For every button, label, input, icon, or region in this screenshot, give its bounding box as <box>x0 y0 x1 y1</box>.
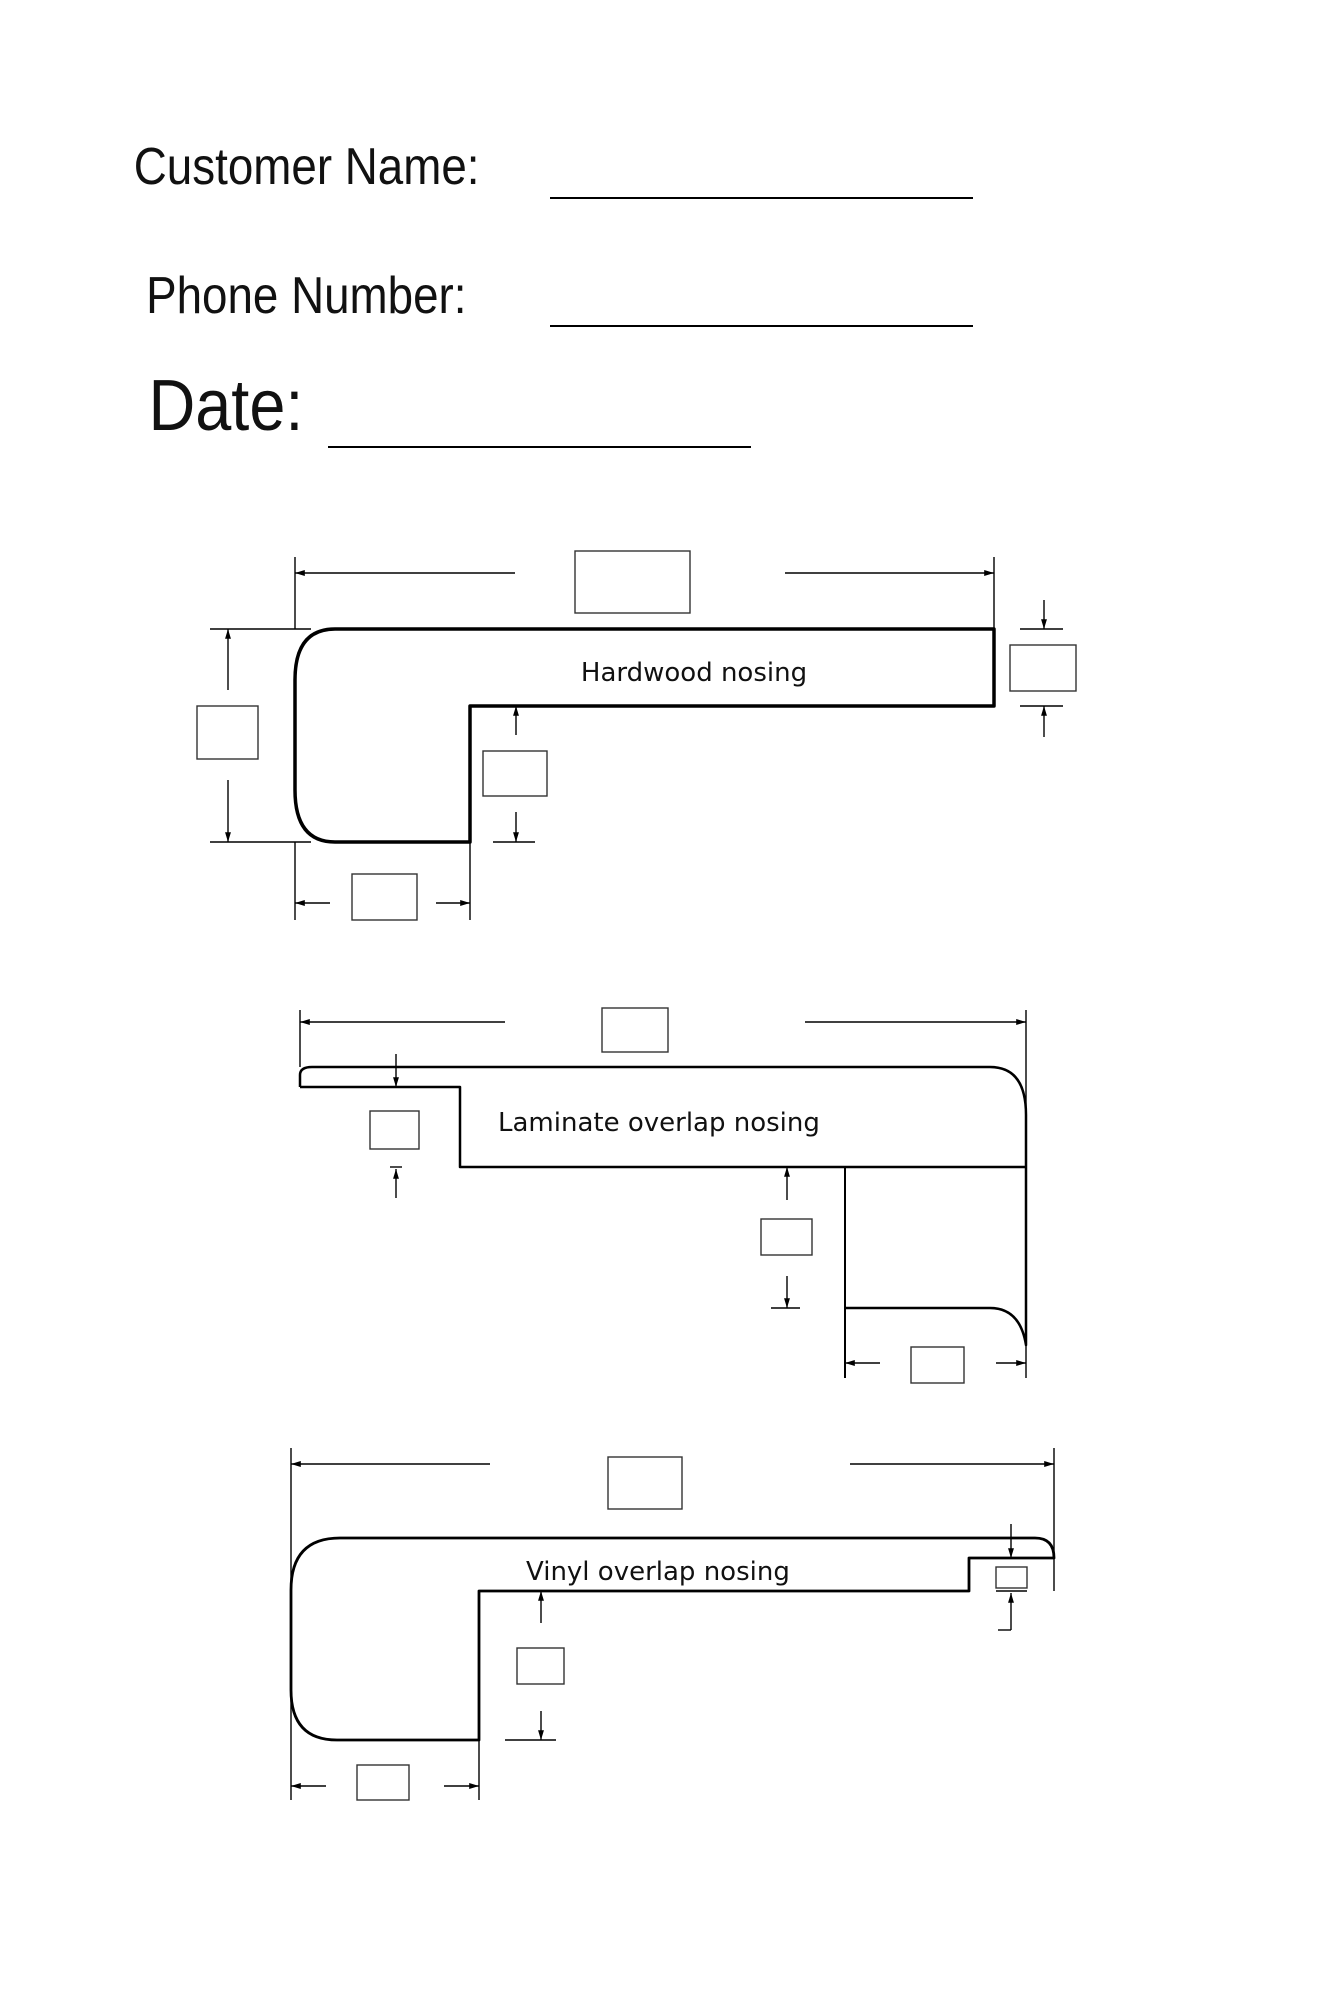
hardwood-width-input-box[interactable] <box>574 550 691 614</box>
vinyl-step-input-box[interactable] <box>516 1647 565 1685</box>
hardwood-height-input-box[interactable] <box>196 705 259 760</box>
laminate-step-input-box[interactable] <box>760 1218 813 1256</box>
phone-number-label: Phone Number: <box>146 267 466 324</box>
vinyl-leg-width-input-box[interactable] <box>356 1764 410 1801</box>
hardwood-leg-width-input-box[interactable] <box>351 873 418 921</box>
hardwood-profile <box>293 627 996 844</box>
laminate-overhang-input-box[interactable] <box>910 1346 965 1384</box>
vinyl-profile <box>289 1536 1056 1742</box>
customer-name-label: Customer Name: <box>134 138 480 195</box>
customer-name-field[interactable]: Customer Name: <box>134 138 973 199</box>
hardwood-nosing-label: Hardwood nosing <box>581 658 807 688</box>
vinyl-nosing-label: Vinyl overlap nosing <box>526 1557 790 1587</box>
date-field[interactable]: Date: <box>149 365 752 448</box>
phone-number-field[interactable]: Phone Number: <box>146 267 973 327</box>
vinyl-width-input-box[interactable] <box>607 1456 683 1510</box>
vinyl-overlap-nosing-diagram: Vinyl overlap nosing <box>289 1448 1056 1801</box>
laminate-nosing-label: Laminate overlap nosing <box>498 1108 820 1138</box>
hardwood-nosing-diagram: Hardwood nosing <box>196 550 1077 921</box>
hardwood-thickness-input-box[interactable] <box>1009 644 1077 692</box>
hardwood-step-input-box[interactable] <box>482 750 548 797</box>
date-label: Date: <box>149 365 304 446</box>
laminate-lip-input-box[interactable] <box>369 1110 420 1150</box>
laminate-overlap-nosing-diagram: Laminate overlap nosing <box>298 1007 1028 1384</box>
vinyl-lip-input-box[interactable] <box>995 1566 1028 1589</box>
laminate-width-input-box[interactable] <box>601 1007 669 1053</box>
